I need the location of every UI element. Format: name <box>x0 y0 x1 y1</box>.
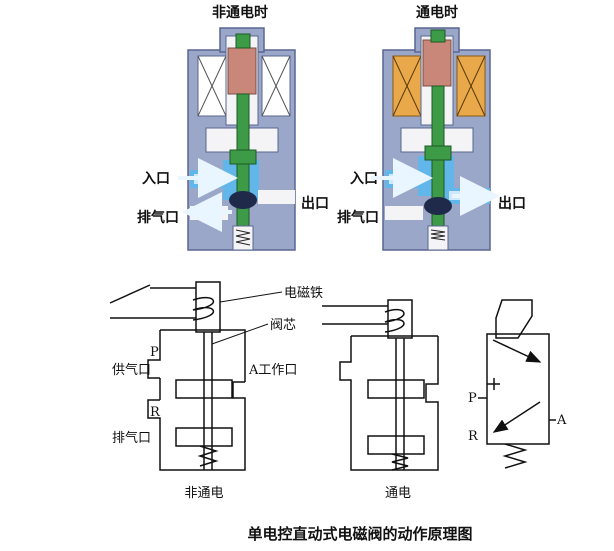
symbol-p-label: P <box>468 391 477 406</box>
schematic-on <box>322 299 439 471</box>
caption: 单电控直动式电磁阀的动作原理图 <box>247 525 472 543</box>
work-port-label: A工作口 <box>248 363 297 378</box>
valve-on-cutaway <box>382 27 491 251</box>
valve-off-cutaway <box>187 27 296 251</box>
exhaust-port-label: 排气口 <box>112 430 151 446</box>
right-title: 通电时 <box>416 4 458 21</box>
armature-on <box>422 39 452 87</box>
left-title: 非通电时 <box>212 4 268 21</box>
valve-symbol <box>478 299 556 469</box>
stem-on <box>431 85 445 243</box>
off-state-label: 非通电 <box>184 486 223 501</box>
schematic-off <box>109 281 246 471</box>
symbol-r-label: R <box>468 429 479 444</box>
port-p-label: P <box>150 345 159 360</box>
port-r-label: R <box>150 405 161 420</box>
left-outlet-label: 出口 <box>301 195 329 212</box>
spool-label: 阀芯 <box>270 318 296 333</box>
armature-off <box>227 47 257 95</box>
supply-port-label: 供气口 <box>112 362 151 378</box>
stem-off <box>236 93 250 245</box>
left-exhaust-label: 排气口 <box>137 209 179 226</box>
left-inlet-label: 入口 <box>142 171 170 187</box>
right-exhaust-label: 排气口 <box>337 209 379 226</box>
on-state-label: 通电 <box>385 486 411 501</box>
right-outlet-label: 出口 <box>498 195 526 212</box>
right-inlet-label: 入口 <box>350 171 378 187</box>
symbol-a-label: A <box>556 413 567 428</box>
electromagnet-label: 电磁铁 <box>284 286 323 301</box>
